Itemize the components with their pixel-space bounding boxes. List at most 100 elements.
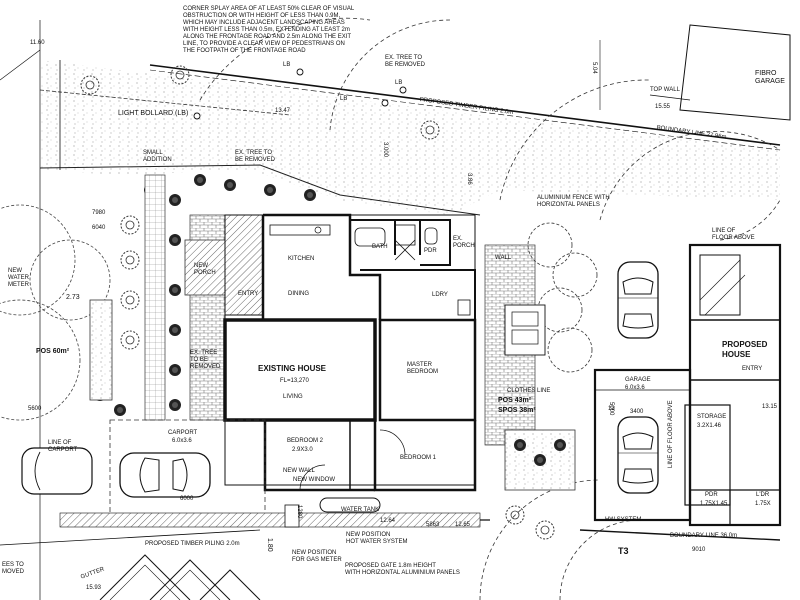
label-fibro-garage: FIBRO GARAGE [755,70,785,86]
note-gas-meter: NEW POSITION FOR GAS METER [292,550,342,564]
label-ex-porch: EX. PORCH [453,236,475,250]
note-line: FLOOR ABOVE [712,235,755,241]
note-ex-tree-top: EX. TREE TO BE REMOVED [385,55,425,69]
note-line: PROPOSED GATE 1.8m HEIGHT [345,563,436,569]
note-line: HOUSE [722,350,751,359]
label-pos: POS 43m² [498,397,532,404]
proposed-garage [593,243,782,527]
label-hw-system: HW SYSTEM [605,517,642,523]
note-line: ALONG THE FRONTAGE ROAD AND 2.5m ALONG T… [183,34,352,40]
dim-3-86: 3.86 [466,173,472,185]
label-master-bedroom: MASTER BEDROOM [407,362,438,376]
car-garage [617,416,659,494]
label-entry-right: ENTRY [742,366,763,372]
note-line: CARPORT [48,447,78,453]
note-line: FIBRO [755,70,777,77]
front-garden [39,60,780,216]
dim-5600: 5600 [28,406,42,412]
note-line: WITH HORIZONTAL ALUMINIUM PANELS [345,570,460,576]
note-new-wall: NEW WALL [283,468,315,474]
dim-3-000: 3.000 [382,142,388,158]
label-kitchen: KITCHEN [288,256,315,262]
note-line: EX. [453,236,463,242]
note-line: GARAGE [755,78,785,85]
note-line: PORCH [453,243,475,249]
label-ldry-right-size: 1.75X [755,501,771,507]
dim-12-64: 12.64 [380,518,396,524]
note-line-of-carport: LINE OF CARPORT [48,440,77,454]
label-lb-3: LB [340,96,348,102]
note-timber-piling-bottom: PROPOSED TIMBER PILING 2.0m [145,541,240,547]
label-bedroom-2: BEDROOM 2 [287,438,324,444]
note-clothes-line: CLOTHES LINE [507,388,551,394]
note-line: BE REMOVED [385,62,426,68]
label-carport-size: 6.0x3.6 [172,438,192,444]
note-line: CORNER SPLAY AREA OF AT LEAST 50% CLEAR … [183,6,355,12]
note-line: LINE OF [712,228,736,234]
note-line-of-floor-above: LINE OF FLOOR ABOVE [712,228,755,242]
dim-15-55: 15.55 [655,104,671,110]
dim-13-47: 13.47 [275,108,291,114]
note-light-bollard: LIGHT BOLLARD (LB) [118,110,189,117]
dim-12-65: 12.65 [455,522,471,528]
note-line: NEW POSITION [346,532,391,538]
dim-11-60: 11.60 [30,40,45,46]
note-line: LINE OF [48,440,72,446]
label-ldry-right: L'DR [756,492,770,498]
note-ex-tree-mid: EX. TREE TO BE REMOVED [235,150,275,164]
note-line: FOR GAS METER [292,557,342,563]
existing-house [223,213,477,492]
label-lb-2: LB [395,80,403,86]
label-lb-1: LB [283,62,291,68]
label-t3: T3 [618,546,629,556]
label-ldry: LDRY [432,292,448,298]
dim-6000: 6000 [180,496,194,502]
label-storage: STORAGE [697,414,727,420]
note-hot-water: NEW POSITION HOT WATER SYSTEM [346,532,408,546]
note-line: OBSTRUCTION OR WITH HEIGHT OF LESS THAN … [183,13,341,19]
label-living: LIVING [283,394,303,400]
note-line: EX. TREE TO [385,55,423,61]
paving [144,174,536,446]
note-proposed-gate: PROPOSED GATE 1.8m HEIGHT WITH HORIZONTA… [345,563,460,577]
note-line: REMOVED [190,364,221,370]
label-bath: BATH [372,244,388,250]
label-storage-size: 3.2X1.46 [697,423,722,429]
label-existing-house: EXISTING HOUSE [258,364,327,373]
note-line: BEDROOM [407,369,439,375]
note-line: PROPOSED [722,340,768,349]
note-line: ADDITION [143,157,172,163]
note-line: WITH HEIGHT LESS THAN 0.5m, EXTENDING AT… [183,27,350,33]
note-line: EX. TREE TO [235,150,273,156]
dim-7980: 7980 [92,210,106,216]
dim-3400: 3400 [630,409,644,415]
label-garage-size: 6.0x3.6 [625,385,645,391]
note-new-window: NEW WINDOW [293,477,335,483]
label-wall: WALL [495,255,512,261]
dim-15-93: 15.93 [86,585,102,591]
dim-1-80: 1.80 [266,538,273,552]
note-line: EX. TREE [190,350,218,356]
note-line: HORIZONTAL PANELS [537,202,600,208]
note-line: LINE, TO PROVIDE A CLEAR VIEW OF PEDESTR… [183,41,345,47]
label-existing-house-fl: FL=13,270 [280,378,309,384]
label-pos-left: POS 60m² [36,348,70,355]
pos-area [504,222,598,540]
note-line: THE FOOTPATH OF THE FRONTAGE ROAD [183,48,306,54]
dim-1280: 1280 [296,505,302,519]
note-trees-removed: EES TO MOVED [2,562,24,576]
label-proposed-house: PROPOSED HOUSE [722,340,767,360]
dim-13-15: 13.15 [762,404,778,410]
note-line: NEW POSITION [292,550,337,556]
label-carport: CARPORT [168,430,198,436]
label-entry: ENTRY [238,291,259,297]
label-bedroom-2-size: 2.9X3.0 [292,447,313,453]
note-line: NEW [8,268,22,274]
dim-5-04: 5.04 [591,62,597,74]
note-line: PORCH [194,270,216,276]
note-top-wall: TOP WALL [650,87,680,93]
label-bedroom-1: BEDROOM 1 [400,455,437,461]
note-corner-splay: CORNER SPLAY AREA OF AT LEAST 50% CLEAR … [183,6,354,55]
label-pdr-right-size: 1.75X1.45 [700,501,728,507]
